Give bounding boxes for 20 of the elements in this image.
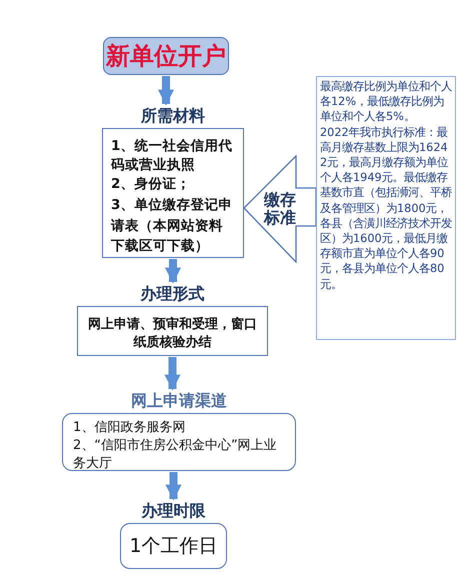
box-text: 1、信阳政务服务网 — [73, 419, 186, 437]
box-text: 3、单位缴存登记申请表（本网站资料下载区可下载） — [111, 196, 232, 254]
arrow — [165, 259, 181, 284]
box-text: 2、身份证； — [111, 174, 192, 194]
box-text: 1、统一社会信用代码或营业执照 — [111, 137, 234, 175]
callout-text: 缴存标准 — [264, 191, 297, 226]
step-heading: 网上申请渠道 — [130, 391, 228, 412]
step-heading: 办理形式 — [139, 284, 206, 305]
info-paragraph: 2022年我市执行标准：最高月缴存基数上限为16242元，最高月缴存额为单位个人各1949元。最低缴存基数市直（包括浉河、平桥及各管理区）为1800元，各县（含潢川经济技术开发区）为1600元，最低月缴存额市直为单位个人各90元，各县为单位个人各80元。 — [320, 124, 452, 292]
arrow — [164, 357, 180, 391]
step-heading: 办理时限 — [140, 501, 206, 522]
box-text: 2、“信阳市住房公积金中心”网上业务大厅 — [73, 437, 278, 474]
info-paragraph: 最高缴存比例为单位和个人各12%，最低缴存比例为单位和个人各5%。 — [320, 79, 452, 125]
box-text: 网上申请、预审和受理，窗口纸质核验办结 — [87, 316, 258, 352]
box-text: 1个工作日 — [129, 534, 218, 559]
title-text: 新单位开户 — [106, 41, 226, 72]
info-panel — [316, 76, 456, 340]
arrow — [166, 472, 182, 501]
arrow — [158, 76, 174, 106]
step-heading: 所需材料 — [140, 106, 206, 127]
